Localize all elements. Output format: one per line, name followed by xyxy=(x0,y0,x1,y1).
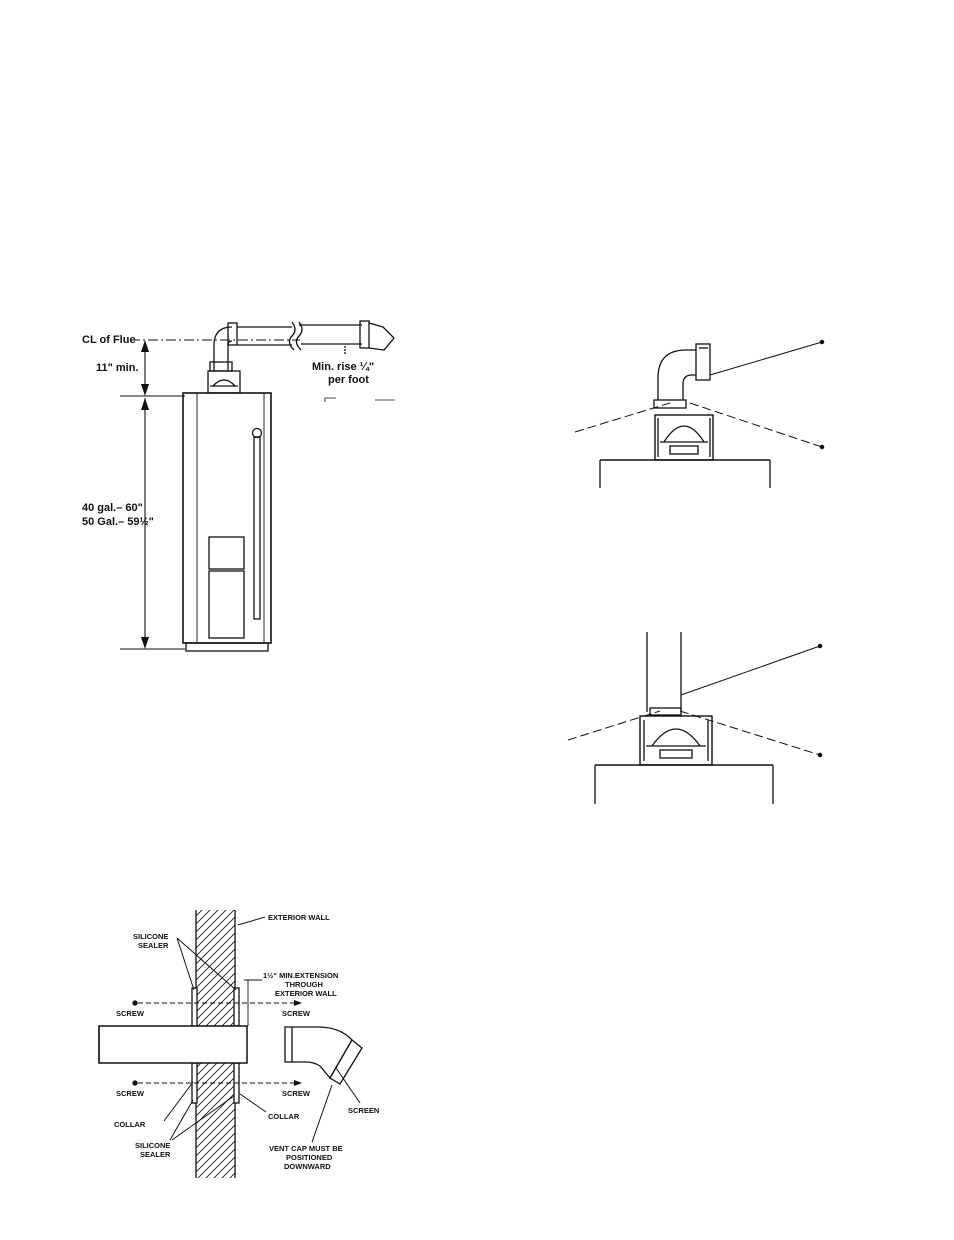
straight-vent-draft-hood-figure xyxy=(568,632,822,804)
screw-bottom-right-label: SCREW xyxy=(282,1089,311,1098)
exterior-wall-vent-figure xyxy=(99,910,362,1178)
collar-left-label: COLLAR xyxy=(114,1120,146,1129)
silicone-sealer-top-label-2: SEALER xyxy=(138,941,169,950)
vent-cap-label-2: POSITIONED xyxy=(286,1153,333,1162)
silicone-sealer-bottom-label-1: SILICONE xyxy=(135,1141,170,1150)
silicone-sealer-top-label-1: SILICONE xyxy=(133,932,168,941)
tank-height-50-label: 50 Gal.– 59½" xyxy=(82,516,154,528)
min-rise-label: Min. rise ¼" xyxy=(312,361,374,373)
collar-right-label: COLLAR xyxy=(268,1112,300,1121)
extension-label-1: 1½" MIN.EXTENSION xyxy=(263,971,338,980)
cl-of-flue-label: CL of Flue xyxy=(82,334,136,346)
screen-label: SCREEN xyxy=(348,1106,379,1115)
min-height-label: 11" min. xyxy=(96,362,139,374)
vent-cap-label-1: VENT CAP MUST BE xyxy=(269,1144,343,1153)
elbow-draft-hood-figure xyxy=(575,340,824,488)
screw-bottom-left-label: SCREW xyxy=(116,1089,145,1098)
tank-height-40-label: 40 gal.– 60" xyxy=(82,502,143,514)
extension-label-2: THROUGH xyxy=(285,980,323,989)
per-foot-label: per foot xyxy=(328,374,369,386)
silicone-sealer-bottom-label-2: SEALER xyxy=(140,1150,171,1159)
extension-label-3: EXTERIOR WALL xyxy=(275,989,337,998)
vent-cap-label-3: DOWNWARD xyxy=(284,1162,331,1171)
screw-top-left-label: SCREW xyxy=(116,1009,145,1018)
screw-top-right-label: SCREW xyxy=(282,1009,311,1018)
exterior-wall-label: EXTERIOR WALL xyxy=(268,913,330,922)
